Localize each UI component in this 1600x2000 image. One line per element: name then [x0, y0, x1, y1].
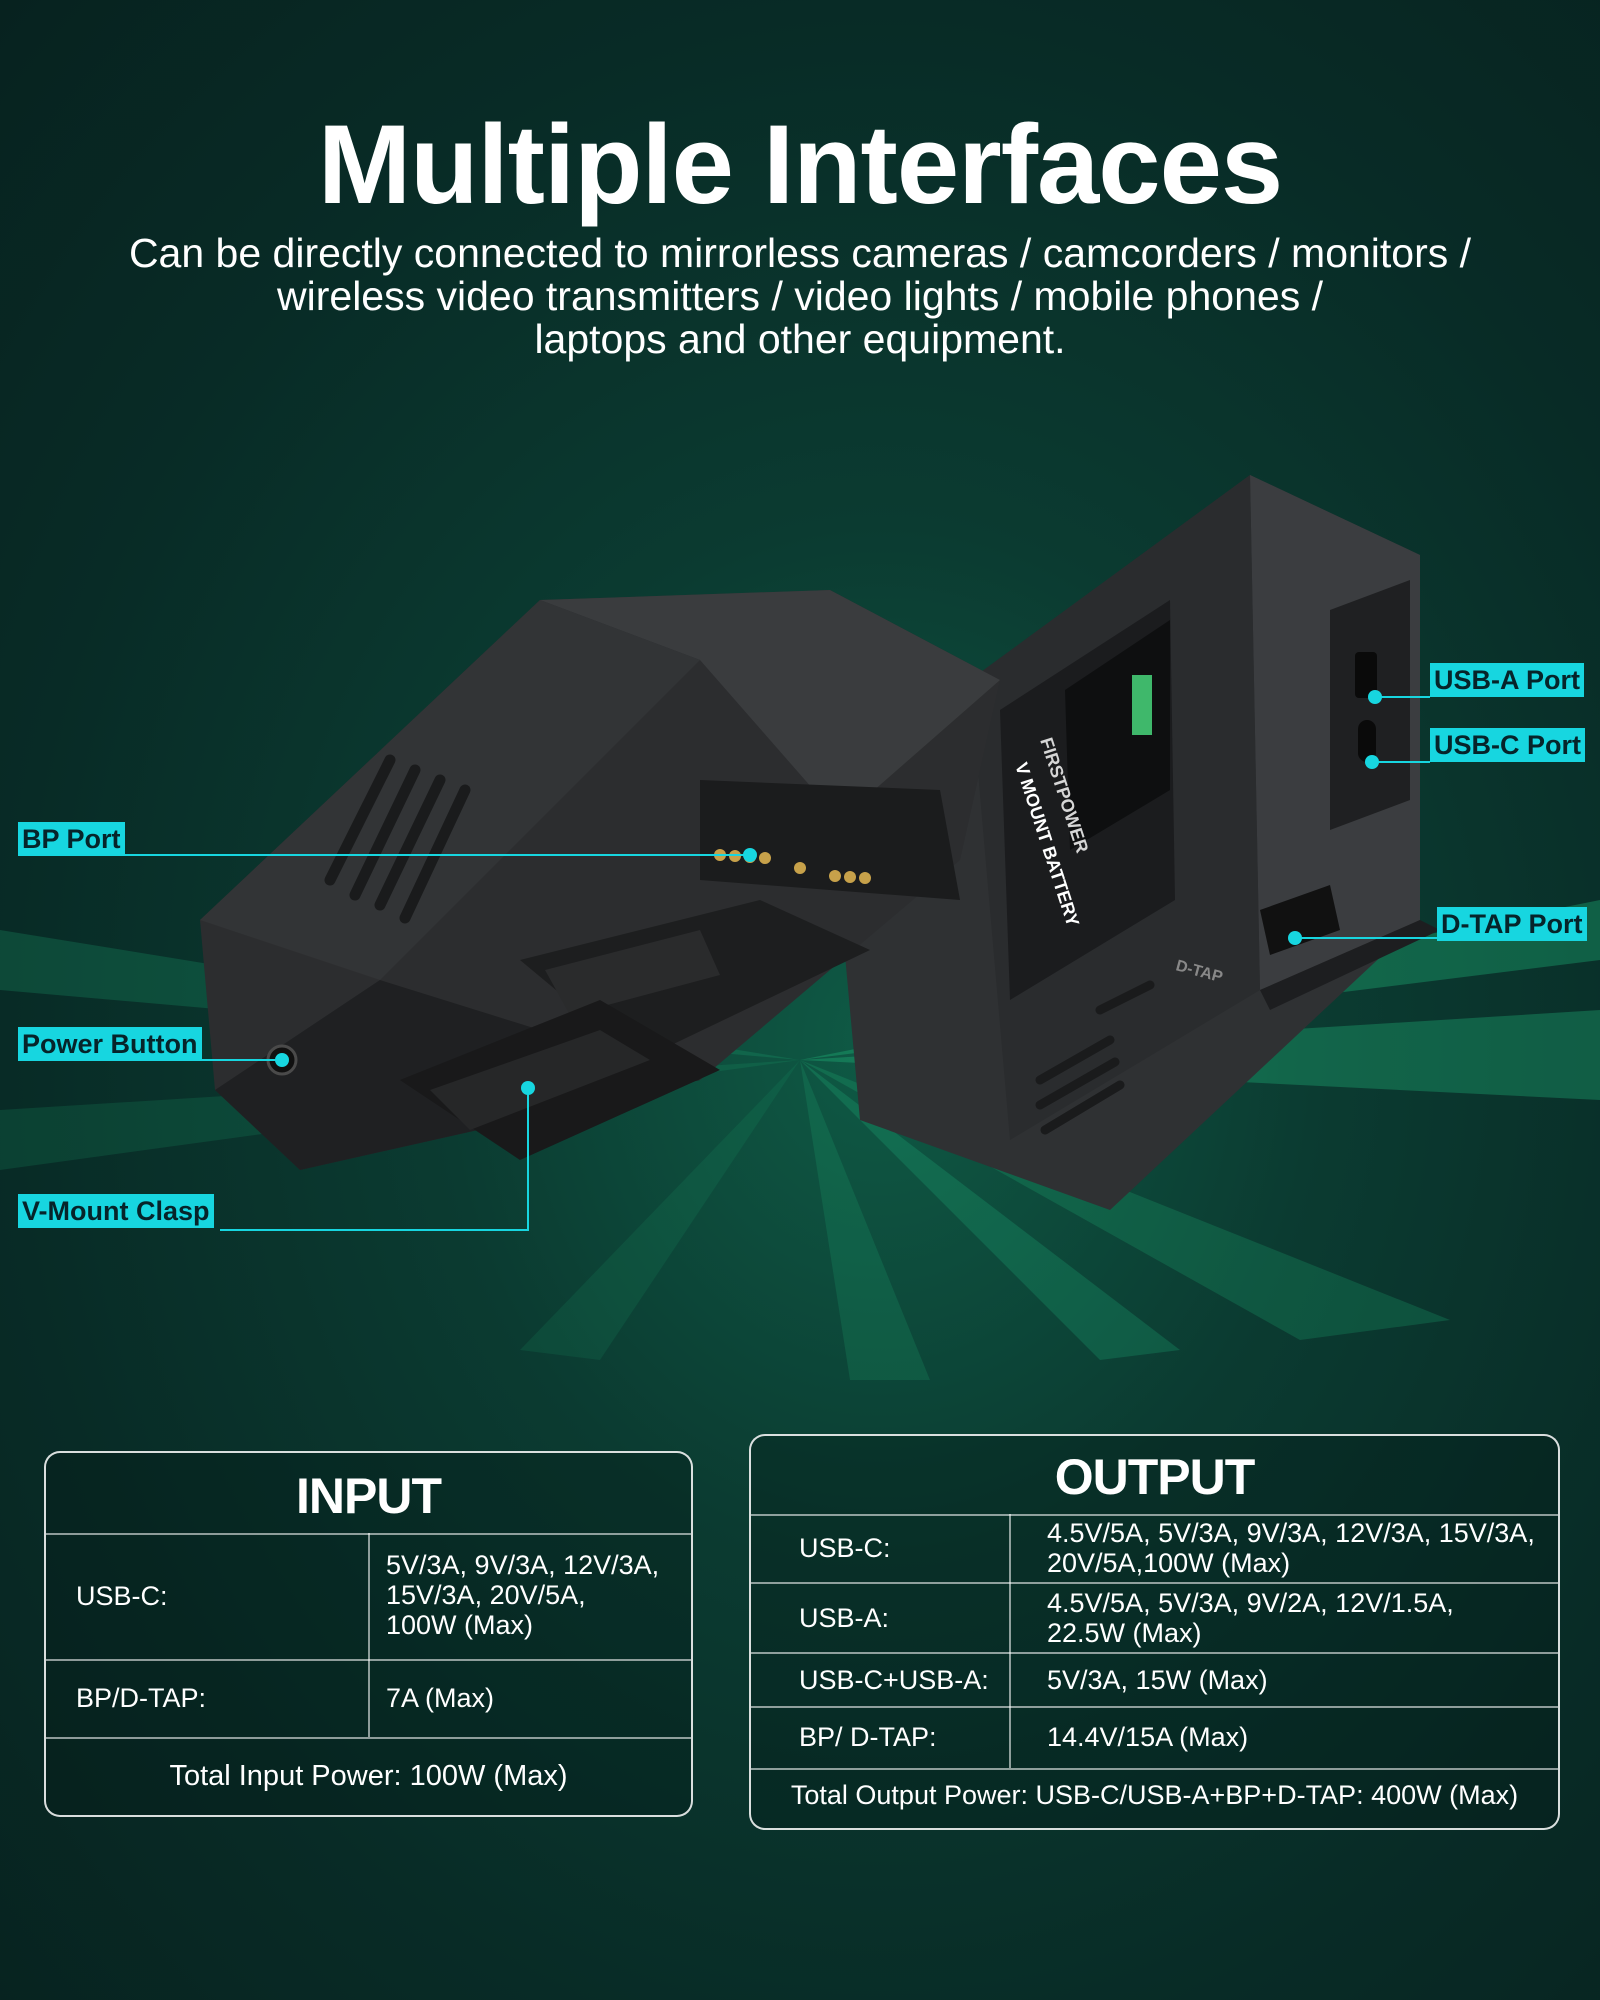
input-row-label: USB-C: [76, 1581, 168, 1611]
output-spec-table: OUTPUT USB-C: 4.5V/5A, 5V/3A, 9V/3A, 12V… [749, 1434, 1560, 1830]
subtitle-line: laptops and other equipment. [534, 316, 1066, 362]
usb-a-port [1355, 652, 1377, 698]
callout-dots [275, 690, 1382, 1095]
page-title: Multiple Interfaces [317, 102, 1283, 227]
output-row-label: USB-A: [799, 1603, 890, 1633]
value-line: 20V/5A,100W (Max) [1047, 1548, 1291, 1578]
input-table-title: INPUT [296, 1468, 442, 1524]
value-line: 5V/3A, 15W (Max) [1047, 1665, 1268, 1695]
output-table-title: OUTPUT [1054, 1449, 1256, 1505]
bp-port-label: BP Port [18, 822, 125, 856]
table-divider [751, 1706, 1558, 1708]
value-line: 5V/3A, 9V/3A, 12V/3A, [386, 1550, 660, 1580]
value-line: 4.5V/5A, 5V/3A, 9V/3A, 12V/3A, 15V/3A, [1047, 1518, 1535, 1548]
subtitle-line: wireless video transmitters / video ligh… [277, 273, 1323, 319]
input-row-label: BP/D-TAP: [76, 1683, 207, 1713]
value-line: 7A (Max) [386, 1683, 495, 1713]
usb-c-port [1358, 720, 1376, 762]
input-total-power: Total Input Power: 100W (Max) [169, 1760, 568, 1792]
battery-level-indicator [1132, 675, 1152, 735]
table-divider [46, 1659, 691, 1661]
table-divider [1009, 1514, 1011, 1768]
output-row-label: USB-C: [799, 1533, 891, 1563]
output-total-power: Total Output Power: USB-C/USB-A+BP+D-TAP… [790, 1780, 1519, 1810]
input-spec-table: INPUT USB-C: 5V/3A, 9V/3A, 12V/3A, 15V/3… [44, 1451, 693, 1817]
battery-right: FIRSTPOWER V MOUNT BATTERY D-TAP [840, 475, 1440, 1210]
table-divider [751, 1514, 1558, 1516]
v-mount-clasp-label: V-Mount Clasp [18, 1194, 214, 1228]
value-line: 22.5W (Max) [1047, 1618, 1202, 1648]
usb-a-port-label: USB-A Port [1430, 663, 1584, 697]
battery-left [200, 590, 1000, 1170]
output-row-value: 14.4V/15A (Max) [1047, 1722, 1248, 1752]
table-divider [751, 1768, 1558, 1770]
value-line: 14.4V/15A (Max) [1047, 1722, 1249, 1752]
value-line: 15V/3A, 20V/5A, [386, 1580, 586, 1610]
output-row-value: 4.5V/5A, 5V/3A, 9V/2A, 12V/1.5A, 22.5W (… [1047, 1588, 1454, 1648]
subtitle-line: Can be directly connected to mirrorless … [128, 230, 1472, 276]
output-row-label: USB-C+USB-A: [799, 1665, 989, 1695]
page-subtitle: Can be directly connected to mirrorless … [60, 232, 1540, 361]
output-row-label: BP/ D-TAP: [799, 1722, 937, 1752]
power-button-label: Power Button [18, 1027, 202, 1061]
output-row-value: 4.5V/5A, 5V/3A, 9V/3A, 12V/3A, 15V/3A, 2… [1047, 1518, 1535, 1578]
d-tap-port-label: D-TAP Port [1437, 907, 1587, 941]
output-row-value: 5V/3A, 15W (Max) [1047, 1665, 1268, 1695]
table-divider [751, 1582, 1558, 1584]
d-tap-port [1260, 885, 1340, 955]
input-row-value: 7A (Max) [386, 1683, 494, 1713]
usb-c-port-label: USB-C Port [1430, 728, 1585, 762]
vent-slots [1035, 980, 1155, 1135]
value-line: 4.5V/5A, 5V/3A, 9V/2A, 12V/1.5A, [1047, 1588, 1454, 1618]
table-divider [46, 1737, 691, 1739]
table-divider [751, 1652, 1558, 1654]
input-row-value: 5V/3A, 9V/3A, 12V/3A, 15V/3A, 20V/5A, 10… [386, 1550, 659, 1640]
value-line: 100W (Max) [386, 1610, 534, 1640]
table-divider [368, 1533, 370, 1737]
callout-lines [110, 696, 1437, 1231]
